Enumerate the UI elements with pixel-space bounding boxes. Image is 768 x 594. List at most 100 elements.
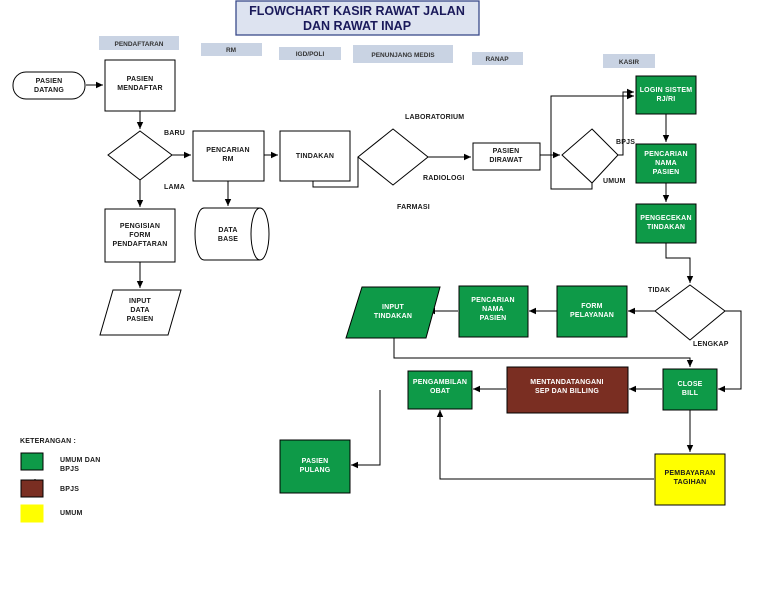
legend-title: KETERANGAN : xyxy=(20,438,76,445)
title-line-2: DAN RAWAT INAP xyxy=(303,19,411,33)
label-bpjs: BPJS xyxy=(616,139,635,146)
pasien-pulang-line-2: PULANG xyxy=(300,467,331,474)
node-pasien-mendaftar: PASIEN MENDAFTAR xyxy=(104,59,176,112)
legend-item-1-line-2: BPJS xyxy=(60,466,79,473)
title-line-1: FLOWCHART KASIR RAWAT JALAN xyxy=(249,4,465,18)
lane-kasir-label: KASIR xyxy=(619,59,640,66)
node-pasien-dirawat: PASIEN DIRAWAT xyxy=(472,142,541,171)
mentandatangani-line-1: MENTANDATANGANI xyxy=(530,379,603,386)
pengisian-form-line-2: FORM xyxy=(129,232,150,239)
legend: KETERANGAN : UMUM DAN BPJS BPJS UMUM xyxy=(20,438,100,523)
legend-item-3-line-1: UMUM xyxy=(60,510,83,517)
label-farmasi: FARMASI xyxy=(397,204,430,211)
login-sistem-line-1: LOGIN SISTEM xyxy=(640,87,693,94)
arrow-pengecekan-to-decision xyxy=(665,243,694,283)
legend-item-1-line-1: UMUM DAN xyxy=(60,457,100,464)
label-lama: LAMA xyxy=(164,184,185,191)
label-lengkap: LENGKAP xyxy=(693,341,729,348)
pencarian-nama-kasir-line-2: NAMA xyxy=(655,160,677,167)
pengambilan-obat-line-2: OBAT xyxy=(430,388,451,395)
lane-igd-label: IGD/POLI xyxy=(296,51,325,58)
arrow-input-to-closebill xyxy=(393,338,694,367)
pasien-datang-line-1: PASIEN xyxy=(36,78,63,85)
node-tindakan: TINDAKAN xyxy=(279,130,351,182)
lane-rm-label: RM xyxy=(226,47,236,54)
node-pasien-pulang: PASIEN PULANG xyxy=(279,439,351,494)
line-tindakan-to-penunjang xyxy=(312,157,359,188)
node-data-base: DATA BASE xyxy=(194,207,270,261)
pengecekan-line-2: TINDAKAN xyxy=(647,224,685,231)
node-mentandatangani: MENTANDATANGANI SEP DAN BILLING xyxy=(506,366,629,414)
node-pengisian-form: PENGISIAN FORM PENDAFTARAN xyxy=(104,208,176,263)
pasien-mendaftar-line-1: PASIEN xyxy=(127,76,154,83)
pasien-pulang-line-1: PASIEN xyxy=(302,458,329,465)
pengisian-form-line-1: PENGISIAN xyxy=(120,223,160,230)
diagram-title: FLOWCHART KASIR RAWAT JALAN DAN RAWAT IN… xyxy=(235,0,480,36)
pencarian-nama-kasir-line-1: PENCARIAN xyxy=(644,151,687,158)
pembayaran-line-1: PEMBAYARAN xyxy=(665,470,716,477)
node-pengecekan-tindakan: PENGECEKAN TINDAKAN xyxy=(635,203,697,244)
arrow-umum-to-login xyxy=(550,92,634,190)
pengecekan-line-1: PENGECEKAN xyxy=(640,215,691,222)
pasien-dirawat-line-1: PASIEN xyxy=(493,148,520,155)
pencarian-nama-pasien-line-3: PASIEN xyxy=(480,315,507,322)
input-tindakan-line-1: INPUT xyxy=(382,304,405,311)
legend-swatch-bpjs xyxy=(20,479,44,498)
input-data-pasien-line-2: DATA xyxy=(130,307,149,314)
node-form-pelayanan: FORM PELAYANAN xyxy=(556,285,628,338)
lane-pendaftaran-label: PENDAFTARAN xyxy=(115,41,164,48)
arrow-lengkap-to-closebill xyxy=(718,310,742,393)
legend-swatch-umum-bpjs xyxy=(20,452,44,471)
lane-kasir: KASIR xyxy=(603,54,655,68)
form-pelayanan-line-2: PELAYANAN xyxy=(570,312,614,319)
legend-item-2-line-1: BPJS xyxy=(60,486,79,493)
label-baru: BARU xyxy=(164,130,185,137)
pengisian-form-line-3: PENDAFTARAN xyxy=(113,241,168,248)
pencarian-nama-pasien-line-1: PENCARIAN xyxy=(471,297,514,304)
arrow-pembayaran-to-obat xyxy=(436,410,654,480)
pembayaran-line-2: TAGIHAN xyxy=(674,479,707,486)
node-login-sistem: LOGIN SISTEM RJ/RI xyxy=(635,75,697,115)
lane-ranap: RANAP xyxy=(472,52,523,65)
pasien-dirawat-line-2: DIRAWAT xyxy=(489,157,523,164)
pencarian-nama-pasien-line-2: NAMA xyxy=(482,306,504,313)
pencarian-rm-line-2: RM xyxy=(222,156,233,163)
data-base-line-1: DATA xyxy=(218,227,237,234)
decision-penunjang xyxy=(357,128,429,186)
legend-swatch-umum xyxy=(20,504,44,523)
mentandatangani-line-2: SEP DAN BILLING xyxy=(535,388,599,395)
lane-ranap-label: RANAP xyxy=(485,56,509,63)
lane-penunjang: PENUNJANG MEDIS xyxy=(353,45,453,63)
label-radiologi: RADIOLOGI xyxy=(423,175,464,182)
decision-tidak-lengkap xyxy=(654,284,726,341)
lane-igd: IGD/POLI xyxy=(279,47,341,60)
connectors xyxy=(31,81,742,490)
pencarian-nama-kasir-line-3: PASIEN xyxy=(653,169,680,176)
tindakan-line-1: TINDAKAN xyxy=(296,153,334,160)
node-pencarian-rm: PENCARIAN RM xyxy=(192,130,265,182)
node-input-tindakan: INPUT TINDAKAN xyxy=(345,286,441,339)
decision-bpjs-umum xyxy=(561,128,619,184)
login-sistem-line-2: RJ/RI xyxy=(657,96,676,103)
node-pengambilan-obat: PENGAMBILAN OBAT xyxy=(407,370,473,410)
label-laboratorium: LABORATORIUM xyxy=(405,114,464,121)
close-bill-line-1: CLOSE xyxy=(677,381,702,388)
arrow-obat-to-pulang xyxy=(351,390,381,469)
node-pencarian-nama-kasir: PENCARIAN NAMA PASIEN xyxy=(635,143,697,184)
form-pelayanan-line-1: FORM xyxy=(581,303,602,310)
arrow-bpjs-to-login xyxy=(618,88,634,156)
lane-penunjang-label: PENUNJANG MEDIS xyxy=(371,52,435,59)
label-tidak: TIDAK xyxy=(648,287,670,294)
lane-rm: RM xyxy=(201,43,262,56)
node-close-bill: CLOSE BILL xyxy=(662,368,718,411)
input-data-pasien-line-1: INPUT xyxy=(129,298,152,305)
label-umum: UMUM xyxy=(603,178,626,185)
node-input-data-pasien: INPUT DATA PASIEN xyxy=(99,289,182,336)
pencarian-rm-line-1: PENCARIAN xyxy=(206,147,249,154)
close-bill-line-2: BILL xyxy=(682,390,699,397)
node-pasien-datang: PASIEN DATANG xyxy=(12,71,86,100)
data-base-line-2: BASE xyxy=(218,236,238,243)
decision-baru-lama xyxy=(107,130,173,181)
pasien-datang-line-2: DATANG xyxy=(34,87,64,94)
